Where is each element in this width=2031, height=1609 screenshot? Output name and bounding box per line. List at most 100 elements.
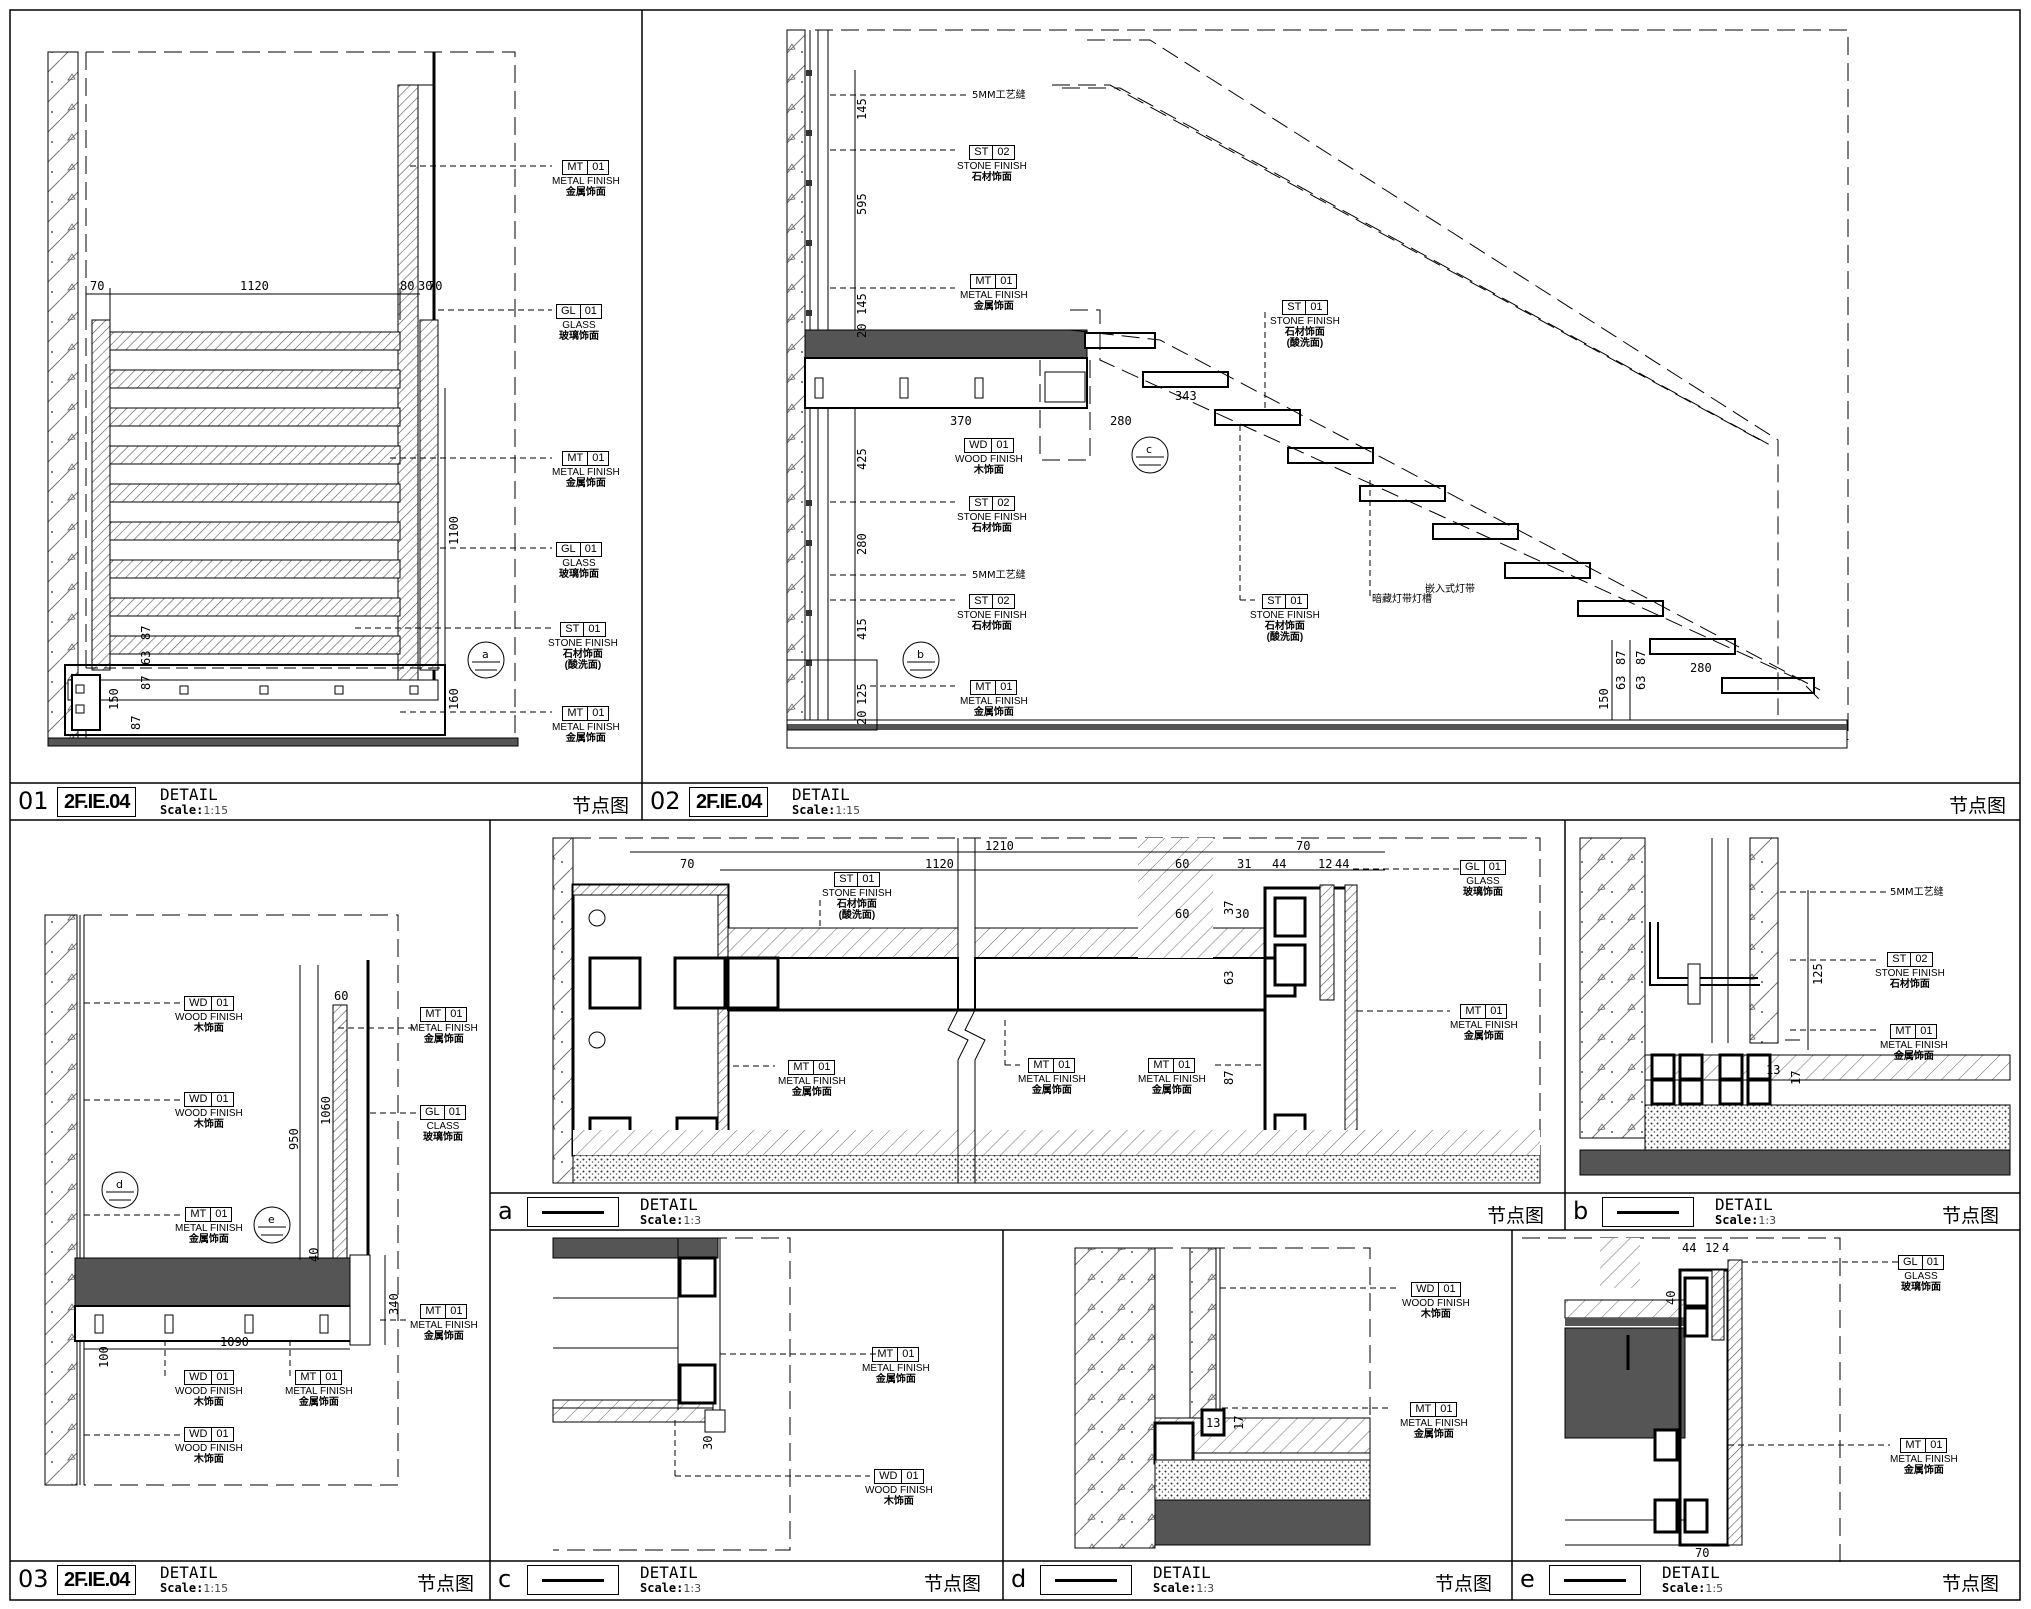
stair-treads bbox=[1084, 332, 1815, 694]
sheet-code-blank bbox=[1549, 1565, 1641, 1595]
detail-cn: 节点图 bbox=[1949, 795, 2007, 817]
dim: 80 bbox=[400, 279, 414, 293]
dim: 87 bbox=[1634, 651, 1648, 665]
detail-cn: 节点图 bbox=[417, 1573, 475, 1595]
detail-title: DETAIL bbox=[1715, 1195, 1773, 1214]
detail-title: DETAIL bbox=[792, 785, 850, 804]
dim: 13 bbox=[1206, 1416, 1220, 1430]
dim: 87 bbox=[129, 716, 143, 730]
dim: 37 bbox=[1222, 901, 1236, 915]
dim: 40 bbox=[307, 1248, 321, 1262]
stair-note: 暗藏灯带灯槽 bbox=[1372, 592, 1432, 605]
dim: 13 bbox=[1766, 1063, 1780, 1077]
floor-slab bbox=[74, 1257, 366, 1307]
sheet-code: 2F.IE.04 bbox=[689, 787, 769, 817]
dim: 4 bbox=[1722, 1241, 1729, 1255]
sheet-code-blank bbox=[1602, 1197, 1694, 1227]
detail-cn: 节点图 bbox=[1942, 1205, 2000, 1227]
title-block-03: 03 2F.IE.04 DETAIL Scale:1:15 节点图 bbox=[18, 1563, 475, 1595]
detail-cn: 节点图 bbox=[572, 795, 630, 817]
detail-number: a bbox=[498, 1197, 513, 1225]
dim: 150 bbox=[107, 688, 121, 710]
dim: 343 bbox=[1175, 389, 1197, 403]
dim: 44 bbox=[1272, 857, 1286, 871]
dim: 70 bbox=[680, 857, 694, 871]
dim: 70 bbox=[1695, 1546, 1709, 1560]
panel-a-drawing: 70 1120 1210 60 31 44 12 44 70 60 30 37 … bbox=[552, 837, 1541, 1184]
detail-number: c bbox=[498, 1565, 512, 1593]
dim: 63 bbox=[139, 651, 153, 665]
side-panel-right bbox=[419, 319, 439, 671]
callout-c: c bbox=[1146, 443, 1152, 456]
detail-title: DETAIL bbox=[160, 785, 218, 804]
panel-02-drawing: 145 595 145 20 425 280 415 125 20 370 28… bbox=[786, 29, 1849, 749]
detail-title: DETAIL bbox=[1662, 1563, 1720, 1582]
detail-number: 01 bbox=[18, 787, 49, 815]
joint-note: 5MM工艺缝 bbox=[1890, 885, 1944, 898]
dim: 30 bbox=[1235, 907, 1249, 921]
detail-title: DETAIL bbox=[160, 1563, 218, 1582]
detail-number: d bbox=[1011, 1565, 1027, 1593]
stair-profile-lines bbox=[1039, 39, 1821, 715]
dim: 1100 bbox=[447, 516, 461, 545]
dim: 415 bbox=[855, 618, 869, 640]
dim: 145 bbox=[855, 98, 869, 120]
detail-number: e bbox=[1520, 1565, 1535, 1593]
detail-number: b bbox=[1573, 1197, 1589, 1225]
dim: 60 bbox=[1175, 857, 1189, 871]
callout-b: b bbox=[917, 648, 924, 661]
stone-layer bbox=[727, 927, 959, 959]
dim: 87 bbox=[1222, 1071, 1236, 1085]
dim: 950 bbox=[287, 1128, 301, 1150]
detail-title: DETAIL bbox=[640, 1195, 698, 1214]
dim: 17 bbox=[1789, 1071, 1803, 1085]
dim: 60 bbox=[334, 989, 348, 1003]
sheet-code-blank bbox=[527, 1197, 619, 1227]
callout-e: e bbox=[268, 1213, 275, 1226]
panel-b-drawing: 125 13 17 5MM工艺缝 bbox=[1579, 837, 2011, 1176]
sheet-code-blank bbox=[527, 1565, 619, 1595]
joint-note: 5MM工艺缝 bbox=[972, 88, 1026, 101]
panel-c-drawing: 30 bbox=[552, 1237, 880, 1551]
title-block-b: b DETAIL Scale:1:3 节点图 bbox=[1573, 1195, 2000, 1227]
detail-cn: 节点图 bbox=[1435, 1573, 1493, 1595]
side-panel-left bbox=[91, 319, 111, 671]
sheet-code-blank bbox=[1040, 1565, 1132, 1595]
glass-panel bbox=[332, 1004, 348, 1261]
stone-layer bbox=[974, 927, 1266, 959]
wall bbox=[552, 837, 574, 1184]
detail-title: DETAIL bbox=[640, 1563, 698, 1582]
dim: 40 bbox=[1664, 1291, 1678, 1305]
title-block-d: d DETAIL Scale:1:3 节点图 bbox=[1011, 1563, 1493, 1595]
sheet-code: 2F.IE.04 bbox=[57, 1565, 137, 1595]
panel-01-drawing: 70 1120 80 30 70 1100 160 87 63 87 150 8… bbox=[47, 51, 552, 747]
dim: 63 bbox=[1614, 676, 1628, 690]
panel-d-drawing: 13 17 bbox=[1074, 1247, 1400, 1549]
column bbox=[1749, 837, 1779, 1044]
